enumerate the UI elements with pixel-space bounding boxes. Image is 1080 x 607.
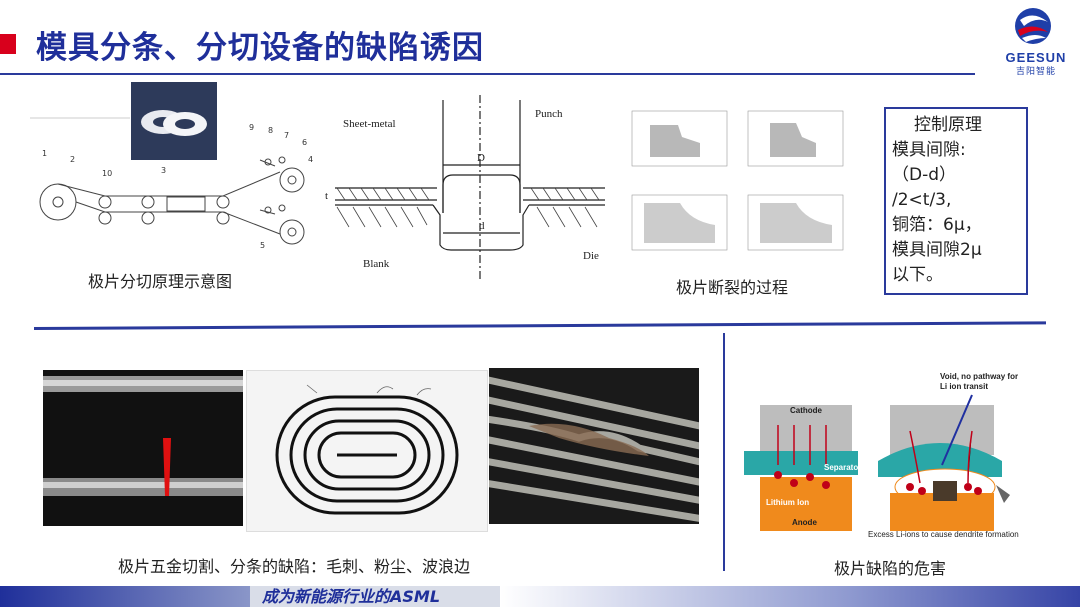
label-separator: Separator (824, 463, 861, 472)
label-void-2: Li ion transit (940, 382, 988, 391)
dendrite-caption: 极片缺陷的危害 (834, 559, 947, 578)
principle-line-4: /2<t/3, (892, 190, 952, 210)
principle-line-6: 模具间隙2μ (892, 240, 982, 260)
schematic-label-3: 3 (161, 166, 166, 175)
footer-slogan: 成为新能源行业的ASML (262, 587, 441, 606)
title-rule (0, 73, 975, 75)
schematic-label-7: 7 (284, 131, 289, 140)
schematic-label-1: 1 (42, 149, 47, 158)
label-anode: Anode (792, 518, 817, 527)
dendrite-diagram: Void, no pathway for Li ion transit Cath… (744, 372, 1019, 539)
control-principle-box: 控制原理 模具间隙: （D-d） /2<t/3, 铜箔：6μ， 模具间隙2μ 以… (884, 107, 1028, 295)
label-blank: Blank (363, 258, 390, 270)
label-excess: Excess Li-ions to cause dendrite formati… (868, 530, 1019, 539)
principle-line-1: 控制原理 (914, 115, 982, 135)
section-divider (34, 321, 1047, 330)
column-divider (723, 333, 725, 571)
label-t: t (325, 190, 328, 202)
footer-accent-right (500, 586, 1080, 607)
page-title: 模具分条、分切设备的缺陷诱因 (36, 30, 484, 66)
label-void: Void, no pathway for (940, 372, 1018, 381)
logo-subtext: 吉阳智能 (1015, 67, 1056, 77)
label-punch: Punch (535, 108, 563, 120)
title-marker (0, 34, 16, 54)
label-sheet-metal: Sheet-metal (343, 118, 396, 130)
principle-line-7: 以下。 (892, 265, 943, 285)
footer-accent-left (0, 586, 250, 607)
label-lithium-ion: Lithium Ion (766, 498, 809, 507)
geesun-logo-icon (1015, 8, 1051, 44)
schematic-label-2: 2 (70, 155, 75, 164)
jelly-roll-diagram (246, 370, 488, 532)
schematic-caption: 极片分切原理示意图 (88, 272, 233, 291)
principle-line-5: 铜箔：6μ， (892, 215, 982, 235)
principle-line-2: 模具间隙: (892, 140, 966, 160)
burr-photo (43, 370, 243, 526)
principle-line-3: （D-d） (892, 165, 957, 185)
schematic-label-5: 5 (260, 241, 265, 250)
fracture-simulation-plots (631, 110, 844, 251)
label-d-upper: D (477, 152, 485, 164)
punch-caption: 极片断裂的过程 (676, 278, 789, 297)
logo-wordmark: GEESUN (1005, 50, 1067, 65)
defects-caption: 极片五金切割、分条的缺陷：毛刺、粉尘、波浪边 (118, 557, 471, 576)
schematic-label-8: 8 (268, 126, 273, 135)
slitting-schematic: 1 2 10 3 9 8 7 6 4 5 (30, 117, 313, 250)
label-d-lower: d (479, 220, 485, 232)
blade-photo (131, 82, 217, 160)
schematic-label-9: 9 (249, 123, 254, 132)
label-cathode: Cathode (790, 406, 823, 415)
schematic-label-6: 6 (302, 138, 307, 147)
schematic-label-10: 10 (102, 169, 112, 178)
wavy-edge-photo (489, 368, 699, 524)
schematic-label-4: 4 (308, 155, 313, 164)
punch-diagram: Sheet-metal Punch D t d Blank Die (325, 95, 605, 280)
label-die: Die (583, 250, 599, 262)
